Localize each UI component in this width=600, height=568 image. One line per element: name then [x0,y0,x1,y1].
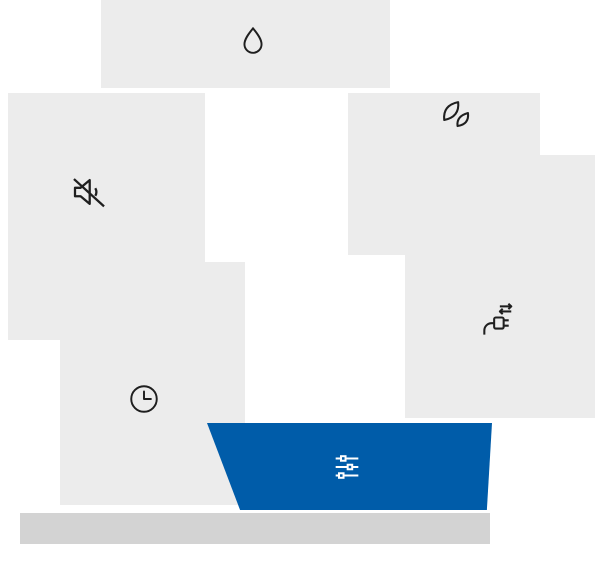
muted-speaker-icon [73,178,105,208]
leaf-icon [443,101,470,128]
clock-icon [130,385,158,413]
base-bar [20,513,490,544]
detergent-drawer [207,423,492,510]
tile-water [101,0,390,88]
water-drop-icon [243,26,263,54]
sliders-icon [335,454,358,479]
tile-time [60,262,245,505]
plug-swap-icon [483,302,513,335]
tile-power [405,155,595,418]
